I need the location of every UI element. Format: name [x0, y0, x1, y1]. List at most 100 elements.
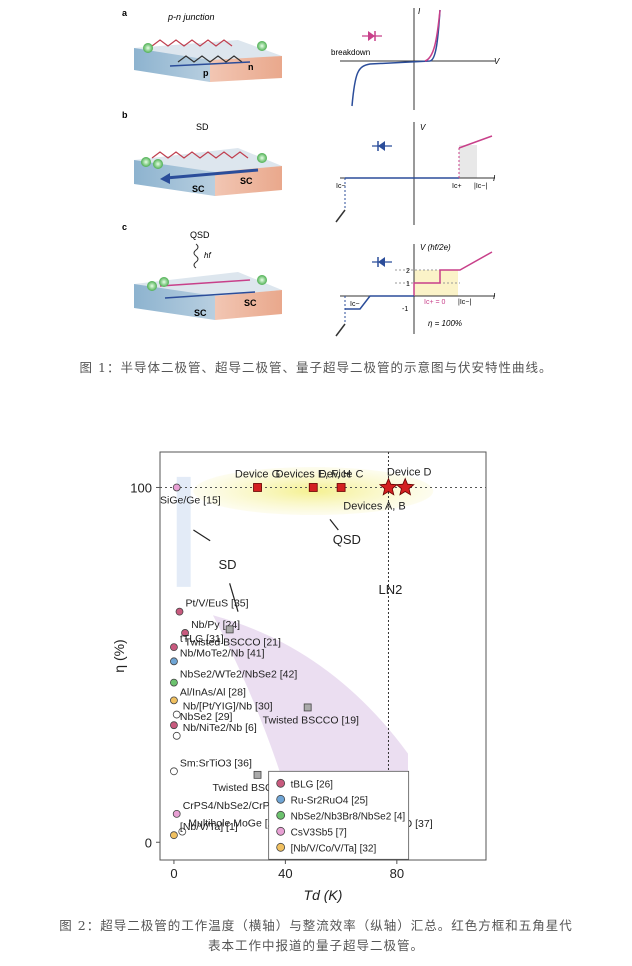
qsd-arrow	[329, 519, 339, 531]
data-point	[170, 657, 178, 666]
sd-band	[176, 476, 191, 587]
panel-b: b SD SC SC I V Ic− Ic+ |Ic−|	[122, 110, 496, 225]
sd-label: SD	[219, 557, 237, 572]
slab-label: SC	[244, 298, 257, 308]
ic-plus-label: Ic+ = 0	[424, 299, 446, 306]
slab-label: SC	[194, 308, 207, 318]
data-point-label: Multihole MoGe [27]	[188, 818, 282, 830]
sd-region	[212, 615, 408, 790]
data-point	[170, 678, 178, 687]
plot-frame	[159, 451, 487, 861]
eta-label: η = 100%	[428, 319, 462, 328]
wave-arrow	[177, 55, 243, 63]
ic-plus-label: Ic+	[452, 183, 462, 190]
legend-label: NbSe2/Nb3Br8/NbSe2 [4]	[291, 811, 406, 822]
electron	[257, 275, 267, 285]
diode-icon	[372, 257, 392, 267]
x-tick-label: 0	[170, 866, 177, 881]
red-star-label: Device D	[387, 466, 432, 478]
ln2-label: LN2	[378, 582, 402, 597]
shaded-region	[459, 145, 477, 178]
y-tick-label: 100	[130, 480, 152, 495]
panel-letter: a	[122, 8, 128, 18]
ic-abs-label: |Ic−|	[458, 299, 471, 306]
electron	[141, 157, 151, 167]
figure-2-caption-1: 图 2：超导二极管的工作温度（横轴）与整流效率（纵轴）汇总。红色方框和五角星代	[59, 918, 573, 933]
x-axis-label: I	[493, 174, 496, 183]
legend-marker	[276, 778, 286, 788]
data-point	[181, 629, 189, 637]
figure-2-caption-2: 表本工作中报道的量子超导二极管。	[207, 938, 424, 953]
qsd-label: QSD	[333, 532, 361, 547]
slab-label: SC	[240, 176, 253, 186]
legend-marker	[276, 842, 286, 852]
slab-left	[134, 284, 215, 320]
slab-right	[215, 290, 282, 320]
red-square-label: Devices E, F, H	[276, 468, 351, 480]
iv-curve	[351, 9, 441, 107]
slab-right	[210, 56, 282, 82]
iv-curve-forward	[424, 9, 441, 62]
figure-1: a p-n junction p n V I breakdown b SD	[122, 7, 500, 337]
photon-wave	[193, 243, 199, 269]
data-point-label: Sm:SrTiO3 [36]	[180, 757, 252, 769]
current-arrow	[159, 279, 251, 287]
data-point	[170, 831, 178, 840]
ic-minus-label: Ic−	[336, 183, 346, 190]
electron	[147, 281, 157, 291]
data-point-label: Nb/[Pt/YIG]/Nb [30]	[183, 701, 273, 713]
gray-square	[253, 770, 262, 779]
slab-label: SC	[192, 184, 205, 194]
data-point	[172, 710, 181, 719]
panel-title: p-n junction	[167, 12, 215, 22]
data-point	[172, 809, 181, 818]
y-axis-label: η (%)	[111, 639, 127, 672]
data-point	[175, 607, 184, 616]
data-point-label: [Nb/V/Ta] [1]	[180, 821, 238, 833]
current-arrow	[165, 168, 259, 180]
y-tick: 1	[406, 281, 410, 288]
figure-1-caption: 图 1：半导体二极管、超导二极管、量子超导二极管的示意图与伏安特性曲线。	[79, 360, 553, 375]
data-point-label: NbSe2/WTe2/NbSe2 [42]	[180, 669, 297, 681]
data-point	[170, 767, 178, 776]
data-point-label: Nb/NiTe2/Nb [6]	[183, 722, 257, 734]
data-point	[178, 827, 187, 836]
arrow-head	[160, 173, 170, 184]
panel-letter: c	[122, 222, 127, 232]
data-point	[170, 696, 178, 705]
iv-branch	[335, 209, 346, 223]
y-axis-label: I	[418, 7, 421, 16]
y-axis-label: V	[420, 123, 426, 132]
electron	[257, 153, 267, 163]
photon-label: hf	[204, 251, 211, 260]
panel-title: SD	[196, 122, 209, 132]
gray-square	[303, 703, 312, 712]
data-point-label: Pt/V/EuS [35]	[186, 598, 249, 610]
electron	[257, 41, 267, 51]
slab-left	[134, 48, 210, 82]
legend-box	[268, 770, 410, 860]
gray-square-label: Twisted BSCCO [21]	[185, 636, 281, 648]
current-arrow	[164, 291, 256, 299]
red-square	[308, 483, 318, 492]
gray-square	[225, 625, 234, 634]
legend-marker	[276, 826, 286, 836]
ic-abs-label: |Ic−|	[474, 183, 487, 190]
data-point	[170, 721, 178, 730]
iv-staircase	[413, 251, 493, 296]
x-axis-label: Td (K)	[304, 887, 343, 903]
breakdown-label: breakdown	[331, 48, 370, 57]
diode-icon	[362, 31, 382, 41]
panel-letter: b	[122, 110, 128, 120]
iv-branch	[335, 323, 346, 337]
panel-a: a p-n junction p n V I breakdown	[122, 7, 500, 110]
wave-arrow	[151, 151, 249, 159]
y-tick: 2	[406, 268, 410, 275]
data-point	[170, 643, 178, 652]
electron	[143, 43, 153, 53]
panel-title: QSD	[190, 230, 210, 240]
panel-c: c QSD hf SC SC I V (hf/2e) 2 1 -1 Ic− Ic…	[122, 222, 496, 337]
x-tick-label: 40	[278, 866, 292, 881]
wave-arrow	[151, 39, 233, 47]
data-point-label: SiGe/Ge [15]	[160, 494, 221, 506]
